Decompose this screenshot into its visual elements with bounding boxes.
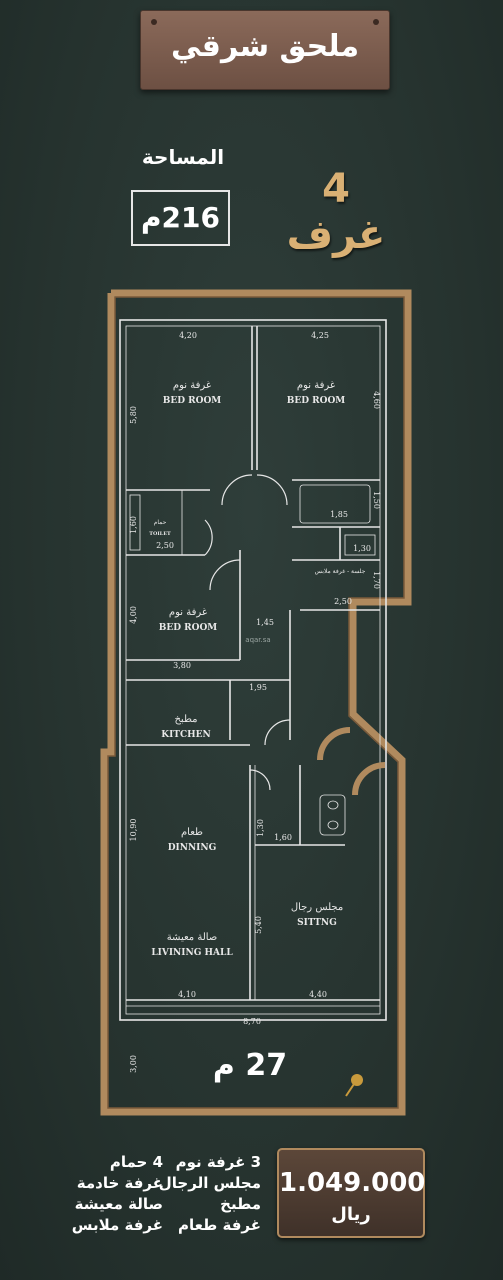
room-label-ar: مجلس رجال bbox=[291, 902, 343, 913]
feature-item: مطبخ bbox=[220, 1195, 261, 1213]
dimension-label: 2,50 bbox=[156, 541, 174, 550]
price-box: 1.049.000 ريال bbox=[277, 1148, 425, 1238]
dimension-label: 3,00 bbox=[129, 1055, 138, 1073]
dimension-label: 1,95 bbox=[249, 683, 267, 692]
feature-item: غرفة طعام bbox=[178, 1216, 261, 1234]
room-label-ar: غرفة نوم bbox=[297, 380, 335, 391]
room-label-ar: طعام bbox=[181, 827, 203, 838]
dimension-label: 1,30 bbox=[353, 544, 371, 553]
dimension-label: 4,10 bbox=[178, 990, 196, 999]
sign-hole-left bbox=[151, 19, 157, 25]
dimension-label: 5,40 bbox=[254, 916, 263, 934]
dimension-label: 1,60 bbox=[129, 516, 138, 534]
room-label-en: KITCHEN bbox=[161, 730, 210, 740]
plan-doors bbox=[204, 474, 291, 791]
dimension-label: 1,45 bbox=[256, 618, 274, 627]
room-label-ar: غرفة نوم bbox=[169, 607, 207, 618]
room-label-en: BED ROOM bbox=[163, 396, 222, 406]
feature-item: غرفة ملابس bbox=[71, 1216, 163, 1234]
area-value: 216م bbox=[131, 190, 230, 246]
plan-walls bbox=[119, 319, 387, 1021]
rooms-count: 4 غرف bbox=[286, 166, 386, 258]
feature-item: مجلس الرجال bbox=[158, 1174, 261, 1192]
plan-frame bbox=[100, 289, 412, 1116]
room-label-en: BED ROOM bbox=[287, 396, 346, 406]
plan-frame-inner bbox=[107, 296, 405, 1109]
plan-watermark: aqar.sa bbox=[245, 636, 270, 644]
dimension-label: 1,60 bbox=[274, 833, 292, 842]
dimension-label: 4,20 bbox=[179, 331, 197, 340]
plan-dimensions: 4,20 4,25 5,80 4,60 1,50 1,85 1,60 2,50 1,30 1,70… bbox=[129, 331, 381, 1073]
dimension-label: 8,70 bbox=[243, 1017, 261, 1026]
plan-labels: غرفة نوم BED ROOM غرفة نوم BED ROOM حمام TOIL… bbox=[149, 380, 365, 958]
dimension-label: 1,85 bbox=[330, 510, 348, 519]
dimension-label: 5,80 bbox=[129, 406, 138, 424]
price-currency: ريال bbox=[331, 1204, 371, 1225]
area-label: المساحة bbox=[141, 145, 225, 169]
dimension-label: 4,00 bbox=[129, 606, 138, 624]
room-label-ar: حمام bbox=[154, 519, 167, 526]
room-label-en: SITTNG bbox=[297, 918, 337, 928]
room-label-en: LIVINING HALL bbox=[151, 948, 233, 958]
feature-item: صالة معيشة bbox=[74, 1195, 163, 1213]
features-left: 4 حمام غرفة خادمة صالة معيشة غرفة ملابس bbox=[71, 1152, 163, 1236]
price-value: 1.049.000 bbox=[279, 1168, 426, 1198]
room-label-en: DINNING bbox=[168, 843, 217, 853]
entrance-door-icon bbox=[317, 727, 386, 796]
dimension-label: 1,50 bbox=[372, 491, 381, 509]
dimension-label: 1,30 bbox=[256, 819, 265, 837]
dimension-label: 2,50 bbox=[334, 597, 352, 606]
room-label-en: TOILET bbox=[149, 531, 171, 537]
feature-item: 3 غرفة نوم bbox=[175, 1153, 261, 1171]
plan-fixtures bbox=[129, 484, 376, 836]
feature-item: غرفة خادمة bbox=[76, 1174, 163, 1192]
dimension-label: 4,60 bbox=[372, 391, 381, 409]
room-label-ar: غرفة نوم bbox=[173, 380, 211, 391]
title-sign: ملحق شرقي bbox=[140, 10, 390, 90]
page-title: ملحق شرقي bbox=[170, 29, 360, 64]
room-label-ar: صالة معيشة bbox=[167, 932, 218, 943]
sign-hole-right bbox=[373, 19, 379, 25]
dimension-label: 4,25 bbox=[311, 331, 329, 340]
feature-item: 4 حمام bbox=[109, 1153, 163, 1171]
features-right: 3 غرفة نوم مجلس الرجال مطبخ غرفة طعام bbox=[158, 1152, 261, 1236]
room-label-en: BED ROOM bbox=[159, 623, 218, 633]
dimension-label: 4,40 bbox=[309, 990, 327, 999]
courtyard-area: 27 م bbox=[213, 1048, 287, 1083]
pushpin-icon bbox=[345, 1074, 363, 1097]
dimension-label: 10,90 bbox=[129, 819, 138, 842]
dimension-label: 3,80 bbox=[173, 661, 191, 670]
dimension-label: 1,70 bbox=[372, 571, 381, 589]
room-label-ar: مطبخ bbox=[174, 714, 197, 725]
room-label-ar: جلسة - غرفة ملابس bbox=[315, 568, 366, 575]
